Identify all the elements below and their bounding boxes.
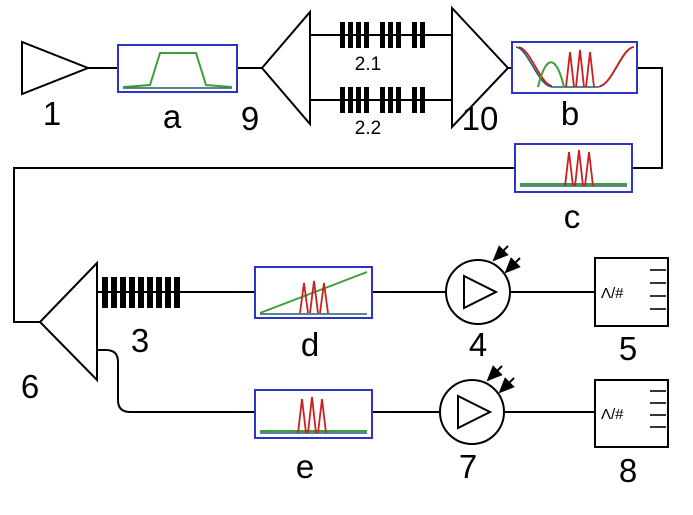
grating-bar [138, 277, 144, 308]
grating-bar [364, 22, 369, 48]
filter-c-box [514, 143, 633, 193]
label-filter-c: c [564, 198, 581, 235]
label-detector-7: 7 [459, 448, 477, 485]
grating-bar [340, 87, 345, 113]
filter-e-laser-peaks [297, 396, 327, 434]
filter-a-outline [117, 44, 238, 93]
splitter-6-icon [38, 260, 98, 383]
label-analyzer-5: 5 [619, 330, 637, 367]
grating-bar [412, 87, 417, 113]
fiber-lines [13, 34, 663, 413]
grating-bar [388, 22, 393, 48]
grating-bar [356, 87, 361, 113]
label-filter-b: b [561, 95, 579, 132]
wire-6-to-e [97, 349, 255, 413]
filter-e-box [254, 389, 373, 439]
filter-c-laser-peaks [564, 149, 594, 187]
grating-bar [120, 277, 126, 308]
wire-c-to-splitter6 [13, 167, 515, 323]
photodetector-7-icon [439, 365, 515, 445]
label-fbg-2-2: 2.2 [355, 118, 381, 139]
grating-bar [174, 277, 180, 308]
photodetector-4-icon [445, 245, 521, 325]
grating-bar [356, 22, 361, 48]
grating-bar [412, 22, 417, 48]
filter-d-slope-curve [259, 271, 368, 314]
grating-bar [364, 87, 369, 113]
wire-b-to-c [632, 67, 663, 169]
fbg-2-2-icon [340, 87, 425, 113]
light-arrow-icon [504, 257, 521, 274]
analyzer-8-box: Λ/# [594, 379, 669, 448]
grating-bar [102, 277, 108, 308]
label-filter-e: e [296, 448, 314, 485]
light-arrow-icon [498, 377, 515, 394]
grating-bar [388, 87, 393, 113]
grating-bar [111, 277, 117, 308]
light-arrow-icon [492, 245, 509, 262]
filter-b-red-edge-right [599, 46, 634, 87]
filter-a-box [117, 44, 238, 93]
analyzer-5-symbol: Λ/# [601, 285, 624, 302]
grating-bar [165, 277, 171, 308]
label-combiner-10: 10 [462, 100, 499, 137]
grating-bar [380, 22, 385, 48]
grating-bar [348, 87, 353, 113]
filter-b-laser-peaks [565, 49, 595, 88]
grating-bar [380, 87, 385, 113]
component-labels: 1 a 9 2.1 2.2 10 b c 3 d 4 5 6 e 7 8 [21, 54, 637, 489]
label-fbg-3: 3 [131, 322, 149, 359]
analyzer-8-symbol: Λ/# [601, 406, 624, 423]
label-detector-4: 4 [469, 326, 487, 363]
label-filter-d: d [301, 326, 319, 363]
fbg-3-icon [102, 277, 180, 308]
grating-bar [396, 87, 401, 113]
label-amplifier-1: 1 [43, 95, 61, 132]
grating-bar [348, 22, 353, 48]
fbg-2-1-icon [340, 22, 425, 48]
label-splitter-9: 9 [241, 100, 259, 137]
photodetector-4-triangle [463, 274, 499, 310]
filter-b-green-curve [537, 61, 565, 88]
label-splitter-6: 6 [21, 368, 39, 405]
splitter-9-icon [260, 9, 311, 127]
label-filter-a: a [163, 98, 182, 135]
amplifier-1-icon [21, 40, 91, 96]
photodetector-7-triangle [457, 394, 493, 430]
combiner-10-icon [451, 5, 510, 130]
grating-bar [156, 277, 162, 308]
filter-a-passband-curve [122, 52, 233, 88]
grating-bar [420, 22, 425, 48]
grating-bar [129, 277, 135, 308]
label-analyzer-8: 8 [619, 452, 637, 489]
filter-b-red-edge-left [518, 46, 553, 87]
analyzer-5-box: Λ/# [594, 257, 669, 327]
filter-b-box [511, 41, 638, 94]
label-fbg-2-1: 2.1 [355, 54, 381, 75]
filter-d-laser-peaks [299, 280, 329, 314]
grating-bar [396, 22, 401, 48]
grating-bar [420, 87, 425, 113]
grating-bar [147, 277, 153, 308]
light-arrow-icon [486, 365, 503, 382]
filter-d-box [254, 266, 373, 319]
grating-bar [340, 22, 345, 48]
